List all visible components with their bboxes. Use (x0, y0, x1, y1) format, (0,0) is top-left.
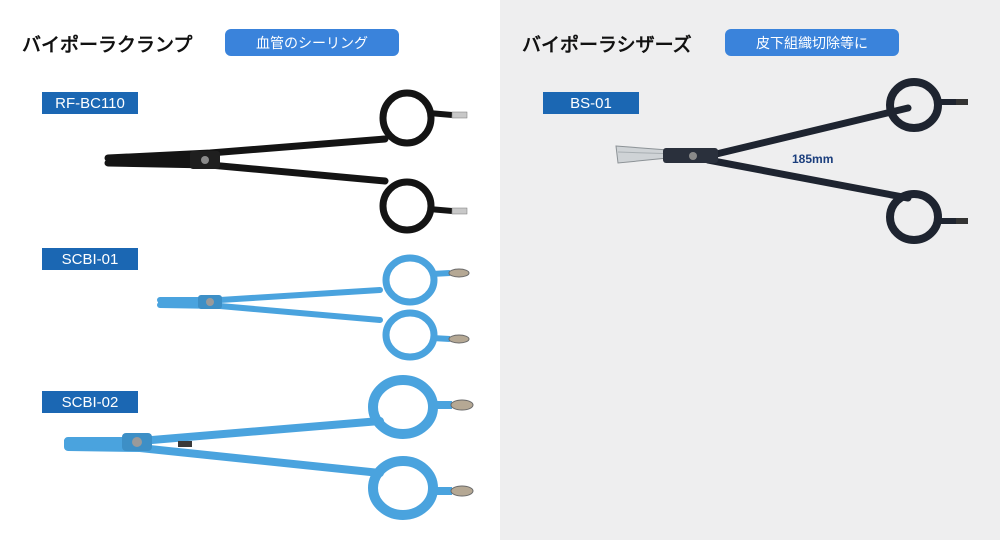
bs-01-scissors-image (615, 78, 968, 244)
scissors-purpose-pill: 皮下組織切除等に (725, 29, 899, 56)
scbi-02-clamp-image (64, 375, 474, 520)
product-code-rf-bc110: RF-BC110 (42, 92, 138, 114)
scbi-01-clamp-image (157, 254, 470, 361)
product-code-scbi-02: SCBI-02 (42, 391, 138, 413)
product-code-scbi-01: SCBI-01 (42, 248, 138, 270)
scissors-heading: バイポーラシザーズ (522, 34, 692, 56)
clamp-purpose-pill: 血管のシーリング (225, 29, 399, 56)
product-code-bs-01: BS-01 (543, 92, 639, 114)
bs-01-length-label: 185mm (792, 152, 834, 166)
rf-bc110-clamp-image (104, 89, 468, 234)
clamp-heading: バイポーラクランプ (22, 34, 193, 56)
right-panel (500, 0, 1000, 540)
